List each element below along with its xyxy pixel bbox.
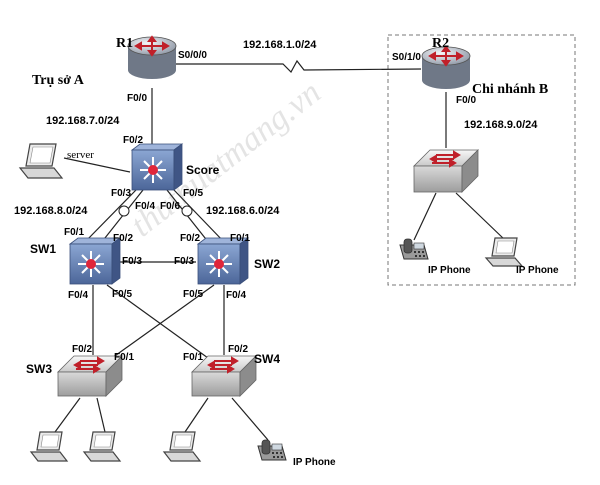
sw3-laptop-2-icon[interactable] (82, 431, 122, 462)
sw2-label: SW2 (254, 257, 280, 271)
link-sw2-sw3 (111, 284, 215, 359)
sw3-switch-icon[interactable] (57, 355, 123, 397)
link-score-sw1-b (100, 189, 144, 244)
wan-serial-link (176, 59, 422, 73)
branch-switch-icon[interactable] (413, 149, 479, 193)
link-sw4-pc (184, 397, 209, 433)
sw1-label: SW1 (30, 242, 56, 256)
link-branch-phone1 (413, 192, 437, 241)
network-lan9: 192.168.9.0/24 (464, 119, 538, 131)
link-score-sw1-a (83, 189, 137, 244)
link-branch-laptop (455, 192, 506, 241)
port-r1-s000: S0/0/0 (178, 50, 207, 61)
ip-phone-label-sw4: IP Phone (293, 457, 336, 468)
r1-label: R1 (116, 36, 133, 51)
port-sw4-f01: F0/1 (183, 352, 203, 363)
port-r2-f00: F0/0 (456, 95, 476, 106)
port-sw1-f04: F0/4 (68, 290, 88, 301)
port-sw4-f02: F0/2 (228, 344, 248, 355)
branch-b-boundary (387, 34, 576, 286)
site-a-label: Trụ sở A (32, 73, 85, 88)
sw3-laptop-1-icon[interactable] (29, 431, 69, 462)
port-score-f04: F0/4 (135, 201, 155, 212)
port-score-f02: F0/2 (123, 135, 143, 146)
port-sw2-f03: F0/3 (174, 256, 194, 267)
sw2-multilayer-switch-icon[interactable] (196, 237, 250, 285)
server-label: server (67, 149, 94, 161)
router-r2-icon[interactable] (421, 45, 471, 89)
link-sw3-pc2 (96, 397, 106, 433)
network-lan6: 192.168.6.0/24 (206, 205, 280, 217)
server-laptop-icon[interactable] (18, 143, 64, 179)
network-lan8: 192.168.8.0/24 (14, 205, 88, 217)
port-sw1-f05: F0/5 (112, 289, 132, 300)
ip-phone-sw4-icon[interactable] (257, 439, 287, 461)
port-sw2-f02: F0/2 (180, 233, 200, 244)
link-score-sw2-b (173, 189, 226, 244)
port-score-f05: F0/5 (183, 188, 203, 199)
ip-phone-branch-icon[interactable] (399, 238, 429, 260)
ip-phone-label-branch-2: IP Phone (516, 265, 559, 276)
port-sw2-f01: F0/1 (230, 233, 250, 244)
port-sw3-f01: F0/1 (114, 352, 134, 363)
port-indicator-score-sw1 (118, 205, 130, 217)
port-score-f06: F0/6 (160, 201, 180, 212)
link-sw1-sw4 (106, 284, 209, 359)
link-score-sw2-a (166, 189, 210, 244)
link-sw4-phone (231, 397, 269, 441)
port-sw1-f02: F0/2 (113, 233, 133, 244)
port-r2-s010: S0/1/0 (392, 52, 421, 63)
port-score-f03: F0/3 (111, 188, 131, 199)
links (54, 59, 506, 441)
port-sw1-f03: F0/3 (122, 256, 142, 267)
link-sw3-pc1 (54, 397, 81, 433)
sw1-multilayer-switch-icon[interactable] (68, 237, 122, 285)
network-lan7: 192.168.7.0/24 (46, 115, 120, 127)
port-sw2-f05: F0/5 (183, 289, 203, 300)
sw4-laptop-icon[interactable] (162, 431, 202, 462)
port-sw1-f01: F0/1 (64, 227, 84, 238)
site-b-label: Chi nhánh B (472, 82, 548, 97)
score-multilayer-switch-icon[interactable] (130, 143, 184, 191)
router-r1-icon[interactable] (127, 35, 177, 79)
port-sw3-f02: F0/2 (72, 344, 92, 355)
ip-phone-label-branch: IP Phone (428, 265, 471, 276)
r2-label: R2 (432, 36, 449, 51)
sw3-label: SW3 (26, 362, 52, 376)
port-indicator-score-sw2 (181, 205, 193, 217)
link-server-score (63, 157, 131, 173)
branch-laptop-icon[interactable] (484, 237, 524, 267)
port-sw2-f04: F0/4 (226, 290, 246, 301)
port-r1-f00: F0/0 (127, 93, 147, 104)
sw4-switch-icon[interactable] (191, 355, 257, 397)
sw4-label: SW4 (254, 352, 280, 366)
network-wan: 192.168.1.0/24 (243, 39, 317, 51)
score-label: Score (186, 163, 220, 177)
